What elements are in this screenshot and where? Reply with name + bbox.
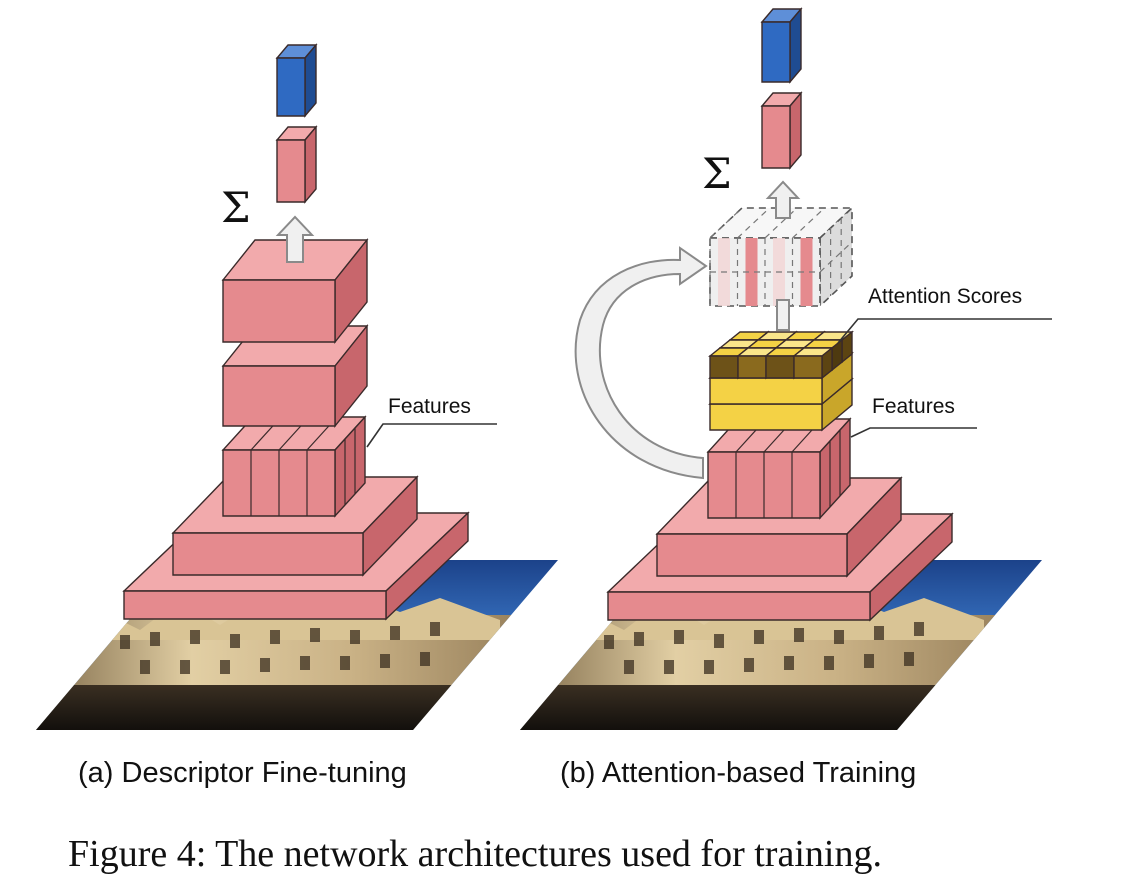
caption-a: (a) Descriptor Fine-tuning xyxy=(78,757,407,789)
panel-a: Σ Features (a) Descriptor Fine-tuning xyxy=(36,43,558,789)
attention-leader-line xyxy=(837,318,1052,344)
attention-scores-label: Attention Scores xyxy=(868,285,1022,308)
pooled-descriptor-side xyxy=(789,91,802,170)
attention-score-cell-front xyxy=(765,355,795,379)
pooled-descriptor-front xyxy=(276,139,306,203)
output-descriptor-side xyxy=(789,7,802,84)
conv-layer-base-front xyxy=(607,591,871,621)
output-descriptor-front xyxy=(276,57,306,117)
weighted-divider xyxy=(764,207,798,239)
output-descriptor xyxy=(275,43,318,118)
features-label-a: Features xyxy=(388,395,471,418)
output-descriptor-front xyxy=(761,21,791,83)
up-arrow-icon xyxy=(776,299,790,331)
weighted-divider xyxy=(709,207,743,239)
conv-layer-base-front xyxy=(123,590,387,620)
weighted-feature-stripe xyxy=(800,238,813,306)
output-descriptor xyxy=(760,7,803,84)
curved-arrow-icon xyxy=(574,246,708,480)
weighted-divider xyxy=(737,207,770,239)
attention-score-cell-front xyxy=(709,355,739,379)
feature-maps-block xyxy=(221,415,367,518)
attention-layer-2-front xyxy=(709,377,823,405)
conv-layer-2-front xyxy=(656,533,848,577)
fc-layer-2-front xyxy=(222,279,336,343)
pooled-descriptor xyxy=(275,125,318,204)
feature-maps-block xyxy=(706,417,852,520)
attention-layer-1-front xyxy=(709,403,823,431)
network-stack-a xyxy=(122,43,470,621)
weighted-features-block xyxy=(707,206,855,308)
panel-b: Σ Attention Scores Features (b) Attentio… xyxy=(520,7,1052,789)
pooled-descriptor-side xyxy=(304,125,317,204)
features-label-b: Features xyxy=(872,395,955,418)
features-leader-line-b xyxy=(850,427,977,438)
attention-score-cell-front xyxy=(793,355,823,379)
sigma-symbol-a: Σ xyxy=(221,183,251,232)
weighted-divider xyxy=(819,241,853,273)
weighted-feature-stripe xyxy=(745,238,758,306)
up-arrow-icon xyxy=(765,180,801,219)
sigma-symbol-b: Σ xyxy=(702,149,732,198)
up-arrow-icon xyxy=(275,215,315,263)
pooled-descriptor-front xyxy=(761,105,791,169)
figure-caption: Figure 4: The network architectures used… xyxy=(68,833,882,875)
attention-scores-grid xyxy=(708,330,854,380)
conv-layer-2-front xyxy=(172,532,364,576)
output-descriptor-side xyxy=(304,43,317,118)
caption-b: (b) Attention-based Training xyxy=(560,757,916,789)
weighted-divider xyxy=(792,207,825,239)
attention-score-cell xyxy=(792,346,834,380)
features-leader-line-a xyxy=(366,423,497,448)
network-stack-b xyxy=(606,7,954,622)
attention-score-cell-front xyxy=(737,355,767,379)
pooled-descriptor xyxy=(760,91,803,170)
fc-layer-1-front xyxy=(222,365,336,427)
